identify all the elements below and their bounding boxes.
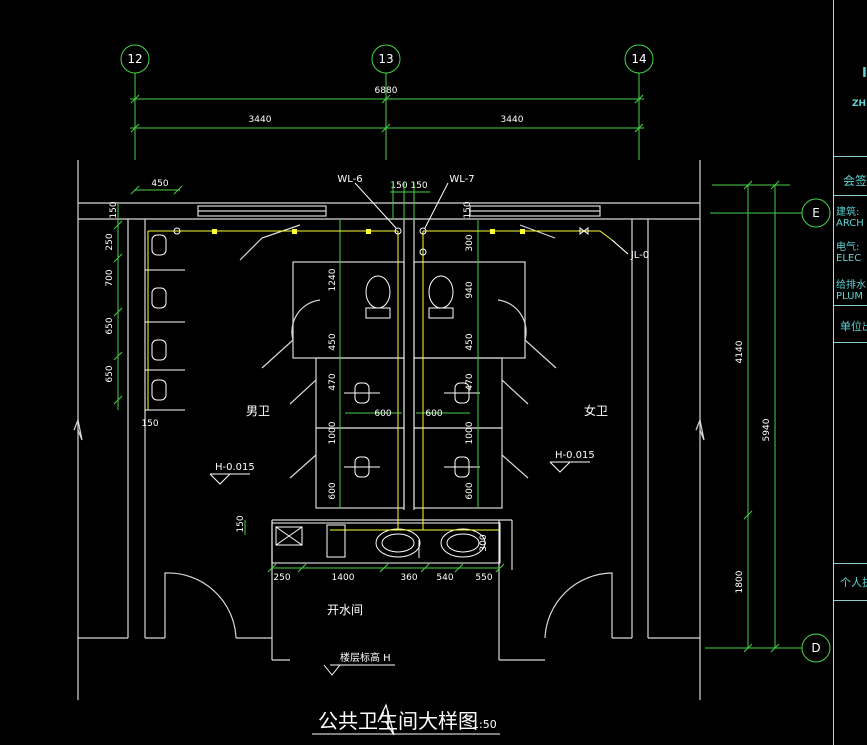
sink-left bbox=[375, 528, 421, 558]
dim-right-top-150: 150 bbox=[463, 201, 473, 218]
dim-half-right: 3440 bbox=[501, 115, 524, 125]
sink-right bbox=[440, 528, 486, 558]
dim-top-offset: 450 bbox=[151, 179, 168, 189]
axis-label-13: 13 bbox=[378, 52, 393, 66]
toilet-bowl-right bbox=[428, 275, 454, 309]
toilet-bowl-left bbox=[365, 275, 391, 309]
brand-mark: I bbox=[862, 66, 867, 81]
dim-stall-left-3: 1000 bbox=[328, 421, 338, 444]
axis-label-e: E bbox=[812, 206, 820, 220]
arch-cn: 建筑: bbox=[836, 207, 860, 218]
dim-vanity-side: 150 bbox=[236, 515, 246, 532]
dim-bottom-left-150: 150 bbox=[141, 419, 158, 429]
dim-urinal-3: 650 bbox=[105, 365, 115, 382]
urinal bbox=[151, 379, 167, 401]
dim-stall-left-4: 600 bbox=[328, 482, 338, 499]
dim-stall-width-right: 600 bbox=[425, 409, 442, 419]
title-block: I ZH 会签 建筑: ARCH 电气: ELEC 给排水: PLUM 单位出 … bbox=[833, 0, 867, 745]
urinal bbox=[151, 339, 167, 361]
level-right: H-0.015 bbox=[555, 450, 595, 461]
pipe-label-jl0: JL-0 bbox=[630, 250, 649, 261]
dim-vanity-depth: 300 bbox=[479, 534, 489, 551]
floor-plan-drawing: 12 13 14 E D 6880 3440 3440 4140 5940 18… bbox=[73, 44, 831, 736]
urinal bbox=[151, 234, 167, 256]
dim-wall-150-left: 150 bbox=[109, 201, 119, 218]
dim-urinal-1: 700 bbox=[105, 269, 115, 286]
room-men: 男卫 bbox=[246, 404, 270, 418]
axis-label-12: 12 bbox=[127, 52, 142, 66]
plumb-cn: 给排水: bbox=[836, 280, 867, 291]
dim-stall-right-3: 470 bbox=[465, 373, 475, 390]
countersign-label: 会签 bbox=[843, 174, 867, 188]
dim-stall-width-left: 600 bbox=[374, 409, 391, 419]
dim-right-lower: 1800 bbox=[735, 570, 745, 593]
personal-label: 个人执 bbox=[840, 576, 867, 589]
axis-label-d: D bbox=[811, 641, 820, 655]
dim-stall-right-2: 450 bbox=[465, 333, 475, 350]
arch-en: ARCH bbox=[836, 218, 864, 229]
dim-stall-left-1: 450 bbox=[328, 333, 338, 350]
dim-stall-right-5: 600 bbox=[465, 482, 475, 499]
dim-urinal-0: 250 bbox=[105, 233, 115, 250]
dim-stall-right-4: 1000 bbox=[465, 421, 475, 444]
dim-stall-left-0: 1240 bbox=[328, 268, 338, 291]
dim-vanity-3: 540 bbox=[436, 573, 453, 583]
dim-right-overall: 5940 bbox=[762, 418, 772, 441]
level-left: H-0.015 bbox=[215, 462, 255, 473]
drawing-title: 公共卫生间大样图 bbox=[318, 709, 478, 733]
drawing-scale: 1:50 bbox=[472, 718, 497, 731]
dim-right-upper: 4140 bbox=[735, 340, 745, 363]
axis-label-14: 14 bbox=[631, 52, 646, 66]
dim-stall-right-1: 940 bbox=[465, 281, 475, 298]
plumb-en: PLUM bbox=[836, 291, 864, 302]
floor-level: 楼层标高 H bbox=[340, 651, 391, 664]
dim-vanity-1: 1400 bbox=[332, 573, 355, 583]
pipe-label-wl7: WL-7 bbox=[449, 174, 474, 185]
elec-en: ELEC bbox=[836, 253, 862, 264]
dim-vanity-2: 360 bbox=[400, 573, 417, 583]
dim-pipe-gap-a: 150 bbox=[390, 181, 407, 191]
dim-urinal-2: 650 bbox=[105, 317, 115, 334]
dim-vanity-4: 550 bbox=[475, 573, 492, 583]
room-water: 开水间 bbox=[327, 603, 363, 617]
dim-stall-right-0: 300 bbox=[465, 234, 475, 251]
brand-abbr: ZH bbox=[852, 99, 867, 109]
dim-stall-left-2: 470 bbox=[328, 373, 338, 390]
dim-overall-width: 6880 bbox=[375, 86, 398, 96]
urinal bbox=[151, 287, 167, 309]
dim-half-left: 3440 bbox=[249, 115, 272, 125]
dim-vanity-0: 250 bbox=[273, 573, 290, 583]
room-women: 女卫 bbox=[584, 403, 608, 418]
pipe-label-wl6: WL-6 bbox=[337, 174, 362, 185]
unit-label: 单位出 bbox=[840, 320, 867, 333]
elec-cn: 电气: bbox=[836, 242, 860, 253]
dim-pipe-gap-b: 150 bbox=[410, 181, 427, 191]
